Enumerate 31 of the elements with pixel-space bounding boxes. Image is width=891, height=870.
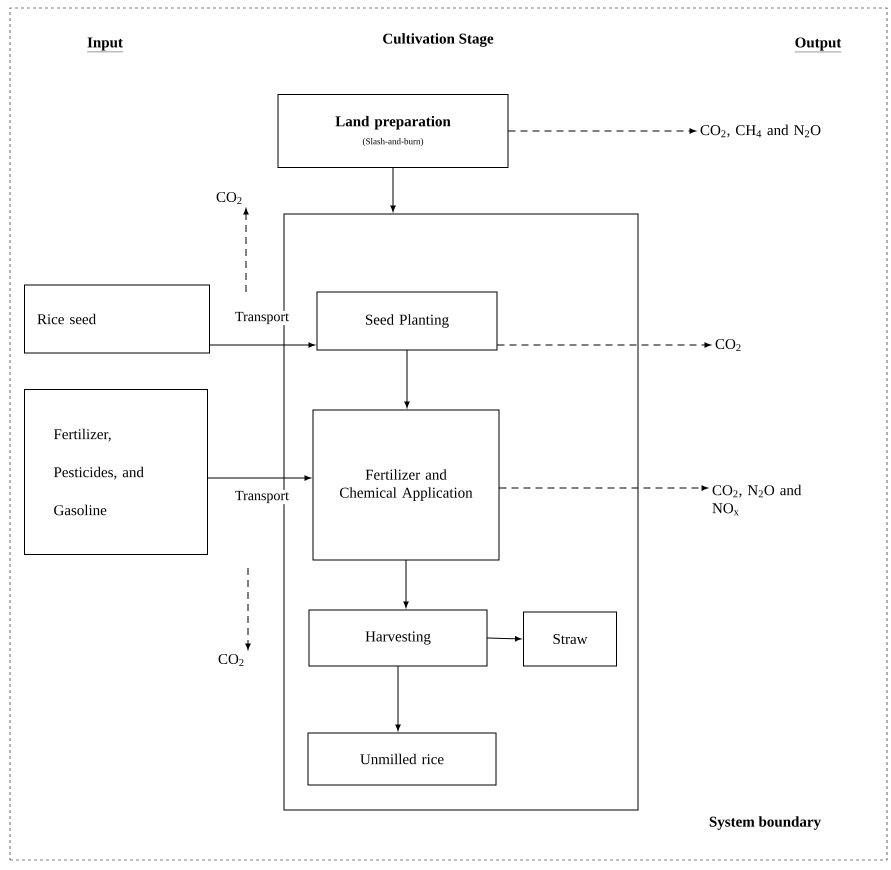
edge-label: Transport (234, 490, 290, 504)
process-box: Seed Planting (316, 292, 498, 350)
arrow (395, 666, 401, 731)
process-box: Land preparation (Slash-and-burn) (278, 94, 508, 168)
arrow (487, 636, 522, 642)
emission-label: CO$_{2}$ (716, 338, 741, 352)
process-box: Straw (523, 612, 617, 666)
emission-label: CO$_{2}$, N$_{2}$O and NO$_{x}$ (712, 484, 802, 516)
arrow (404, 350, 410, 408)
emission-label: CO$_{2}$ (216, 192, 242, 204)
arrow (499, 485, 708, 491)
boundary-label: System boundary (710, 816, 821, 830)
arrow (403, 560, 409, 608)
process-box: Harvesting (308, 610, 488, 666)
arrow (208, 475, 311, 481)
arrow (245, 568, 251, 650)
arrow (390, 168, 396, 212)
edge-label: Transport (234, 310, 290, 326)
emission-label: CO$_{2}$, CH$_{4}$ and N$_{2}$O (700, 124, 820, 138)
heading: Cultivation Stage (383, 33, 494, 47)
process-box: Fertilizer and Chemical Application (312, 410, 500, 560)
arrow (508, 128, 696, 134)
arrow (210, 342, 315, 348)
heading: Input (86, 38, 124, 52)
arrow (243, 208, 249, 292)
heading: Output (794, 37, 842, 52)
emission-label: CO$_{2}$ (218, 654, 244, 666)
input-box: Rice seed (24, 284, 210, 354)
arrow (497, 342, 711, 348)
input-box: Fertilizer, Pesticides, and Gasoline (24, 389, 208, 555)
process-box: Unmilled rice (308, 732, 496, 786)
